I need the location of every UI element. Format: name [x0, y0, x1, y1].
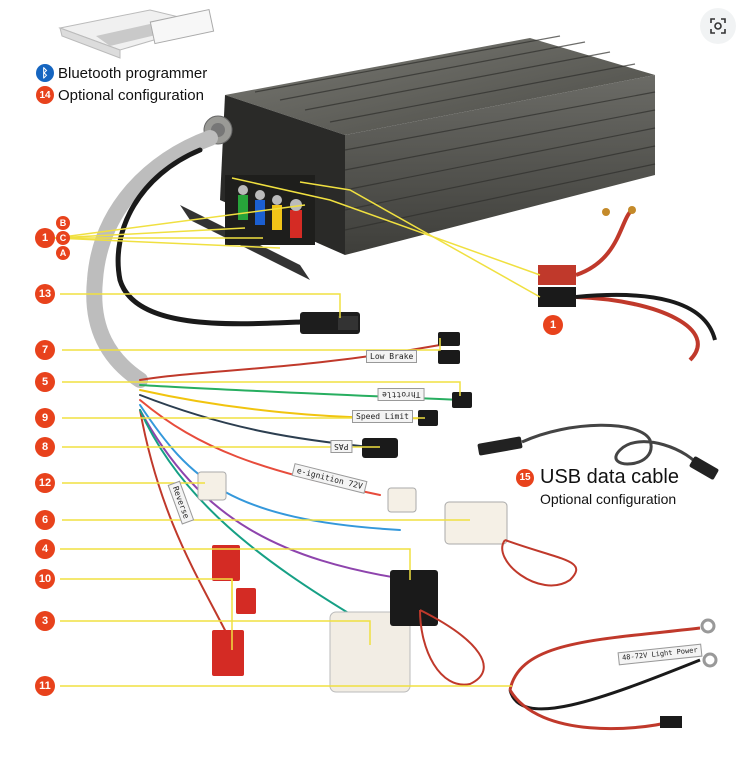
callout-13: 13	[35, 284, 55, 304]
usb-cable-legend: 15 USB data cable Optional configuration	[516, 466, 679, 507]
tag-low-brake: Low Brake	[366, 350, 418, 363]
callout-6: 6	[35, 510, 55, 530]
anderson-power-connector	[538, 206, 717, 362]
callout-4: 4	[35, 539, 55, 559]
callout-10: 10	[35, 569, 55, 589]
callout-phase-a: A	[56, 246, 70, 260]
bluetooth-dongle	[58, 8, 215, 59]
usb-subtitle: Optional configuration	[540, 491, 677, 507]
usb-female-connector	[300, 312, 360, 334]
cruise-loop	[419, 609, 485, 686]
usb-title: USB data cable	[540, 466, 679, 488]
optional-badge: 14	[36, 86, 54, 104]
tag-speed-limit: Speed Limit	[352, 410, 413, 423]
tag-throttle: Throttle	[378, 388, 425, 401]
callout-12: 12	[35, 473, 55, 493]
white-connectors	[197, 471, 508, 693]
callout-phase-b: B	[56, 216, 70, 230]
leader-lines	[54, 177, 541, 687]
tag-pas: PAS	[330, 440, 353, 453]
usb-badge: 15	[516, 468, 534, 487]
callout-11: 11	[35, 676, 55, 696]
callout-9: 9	[35, 408, 55, 428]
bluetooth-legend-row: ᛒ Bluetooth programmer	[36, 62, 207, 84]
callout-phase-c: C	[56, 231, 70, 245]
callout-8: 8	[35, 437, 55, 457]
callout-1-power: 1	[543, 315, 563, 335]
callout-3: 3	[35, 611, 55, 631]
optional-legend-row: 14 Optional configuration	[36, 84, 207, 106]
callout-1: 1	[35, 228, 55, 248]
usb-data-cable	[477, 423, 719, 480]
reverse-loop	[501, 539, 578, 587]
light-power-cable	[508, 618, 718, 731]
bluetooth-label: Bluetooth programmer	[58, 64, 208, 82]
bluetooth-icon: ᛒ	[36, 64, 54, 82]
visual-search-button[interactable]	[700, 8, 736, 44]
callout-5: 5	[35, 372, 55, 392]
lens-search-icon	[710, 18, 726, 34]
callout-7: 7	[35, 340, 55, 360]
programmer-legend: ᛒ Bluetooth programmer 14 Optional confi…	[36, 62, 207, 106]
motor-controller-body	[180, 35, 656, 280]
red-connectors	[212, 545, 256, 676]
black-signal-connectors	[362, 332, 472, 626]
optional-label: Optional configuration	[58, 86, 204, 104]
